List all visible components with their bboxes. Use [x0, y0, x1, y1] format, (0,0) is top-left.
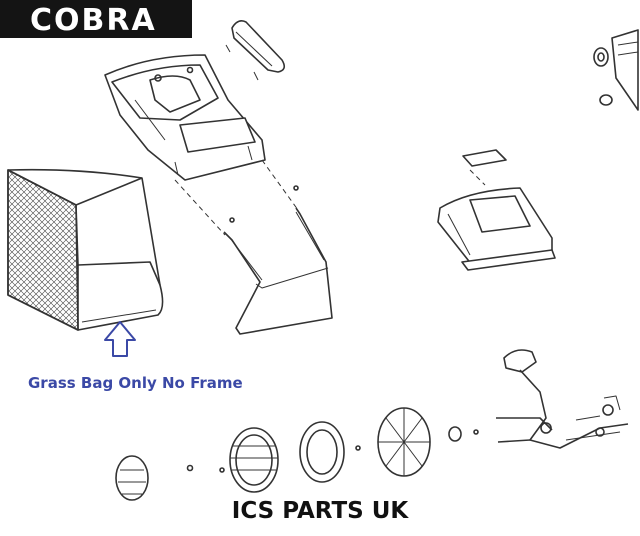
- handle-frame: [223, 185, 333, 335]
- top-right-parts: [593, 29, 639, 111]
- handle-grip: [225, 20, 286, 81]
- rear-housing: [104, 54, 266, 181]
- up-arrow-icon: [104, 321, 136, 357]
- grass-bag: [7, 168, 164, 331]
- discharge-flap: [437, 149, 556, 271]
- brand-logo-text: COBRA: [30, 3, 157, 38]
- grass-bag-note: Grass Bag Only No Frame: [28, 374, 243, 392]
- brand-logo: COBRA: [0, 0, 192, 38]
- assembly-lines: [174, 159, 486, 236]
- height-adjust-lever: [496, 349, 629, 449]
- footer-caption: ICS PARTS UK: [231, 498, 409, 524]
- wheel-parts: [115, 407, 479, 501]
